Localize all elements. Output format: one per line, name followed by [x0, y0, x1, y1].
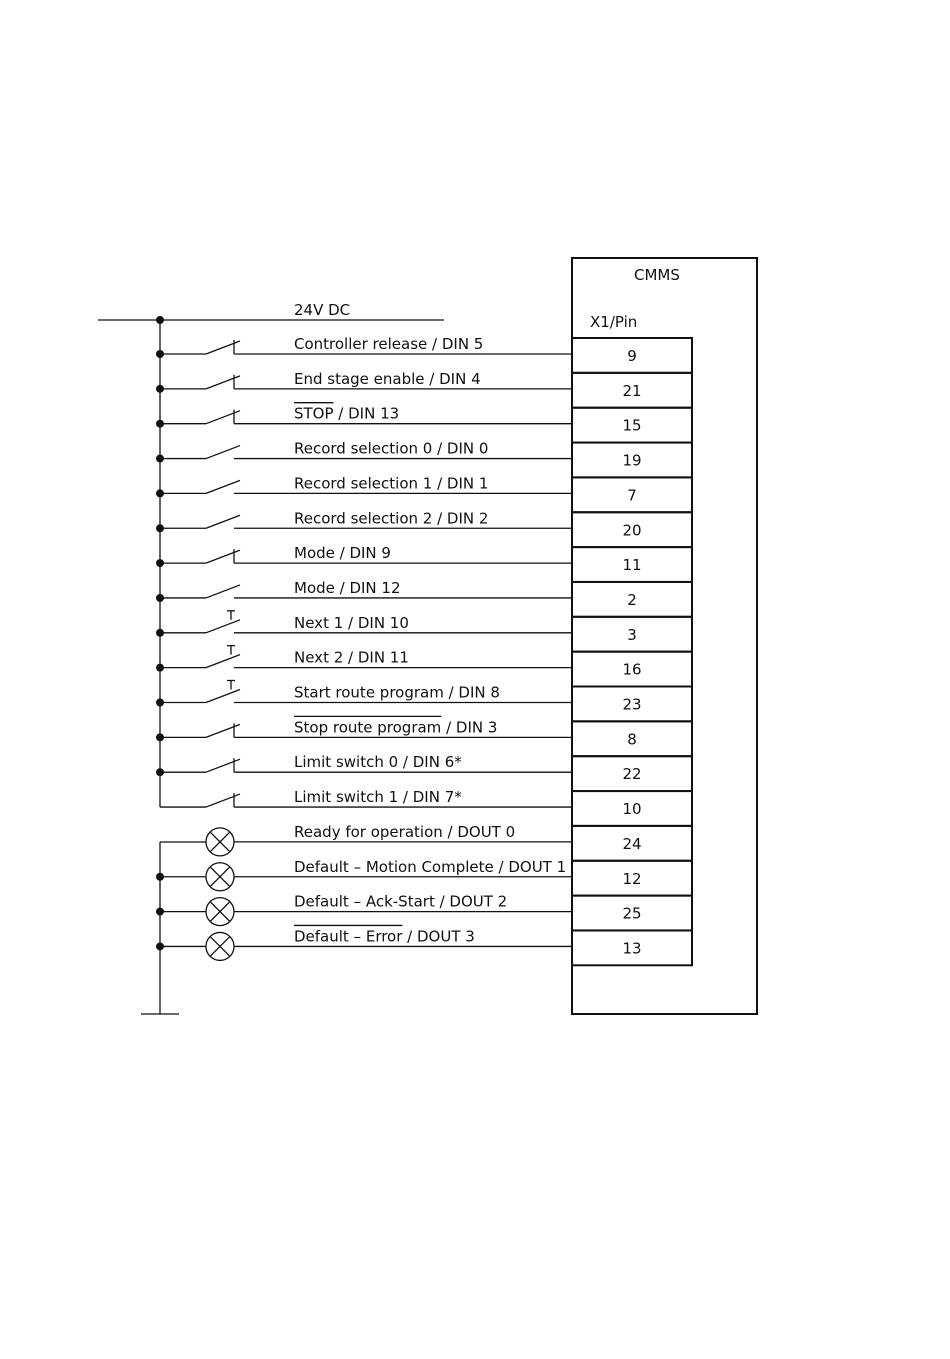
signal-label: Ready for operation / DOUT 0 — [294, 823, 515, 841]
pin-number: 3 — [627, 626, 637, 644]
connector-label: X1/Pin — [590, 313, 637, 331]
input-row: STOP / DIN 13 15 — [156, 402, 693, 444]
signal-label: Mode / DIN 9 — [294, 544, 391, 562]
signal-label: Controller release / DIN 5 — [294, 335, 483, 353]
pin-number: 2 — [627, 591, 637, 609]
pin-number: 23 — [622, 696, 641, 714]
output-row: Default – Motion Complete / DOUT 1 12 — [156, 858, 693, 897]
supply-label: 24V DC — [294, 301, 350, 319]
pin-number: 19 — [622, 452, 641, 470]
input-row: Limit switch 0 / DIN 6* 22 — [156, 753, 693, 793]
cmms-device-box — [571, 257, 758, 1015]
normally-open-icon — [205, 409, 241, 425]
input-row: Record selection 1 / DIN 1 7 — [156, 474, 693, 514]
signal-label: Default – Ack-Start / DOUT 2 — [294, 893, 507, 911]
output-row: Ready for operation / DOUT 0 24 — [205, 823, 693, 862]
signal-label: Mode / DIN 12 — [294, 579, 401, 597]
pin-number: 24 — [622, 835, 641, 853]
normally-open-icon — [205, 549, 241, 564]
output-row: Default – Ack-Start / DOUT 2 25 — [156, 893, 693, 932]
device-name: CMMS — [634, 266, 680, 284]
switch-icon — [205, 479, 241, 495]
signal-label: Record selection 1 / DIN 1 — [294, 474, 488, 492]
pin-number: 20 — [622, 521, 641, 539]
signal-label: Limit switch 0 / DIN 6* — [294, 753, 462, 771]
signal-label: Limit switch 1 / DIN 7* — [294, 788, 462, 806]
indicator-lamp-icon — [205, 827, 235, 857]
input-row: Record selection 0 / DIN 0 19 — [156, 440, 693, 479]
signal-label: Record selection 0 / DIN 0 — [294, 440, 488, 458]
indicator-lamp-icon — [205, 896, 235, 927]
signal-label: Default – Error / DOUT 3 — [294, 927, 475, 945]
supply-junction — [156, 316, 164, 324]
input-row: Next 1 / DIN 10 3 — [156, 610, 693, 653]
pin-number: 7 — [627, 486, 637, 504]
input-row: Limit switch 1 / DIN 7* 10 — [160, 788, 693, 827]
pin-number: 10 — [622, 800, 641, 818]
indicator-lamp-icon — [205, 862, 235, 892]
input-row: Mode / DIN 12 2 — [156, 579, 693, 618]
indicator-lamp-icon — [205, 931, 235, 962]
pin-number: 15 — [622, 417, 641, 435]
signal-label: Start route program / DIN 8 — [294, 684, 500, 702]
input-row: Record selection 2 / DIN 2 20 — [156, 509, 693, 549]
normally-open-icon — [205, 758, 241, 773]
pin-number: 16 — [622, 661, 641, 679]
signal-label: Next 1 / DIN 10 — [294, 614, 409, 632]
pin-number: 13 — [622, 939, 641, 957]
signal-label: End stage enable / DIN 4 — [294, 370, 481, 388]
pin-number: 21 — [622, 382, 641, 400]
normally-open-icon — [205, 793, 241, 808]
normally-open-icon — [205, 723, 241, 738]
input-row: Next 2 / DIN 11 16 — [156, 645, 693, 688]
pin-cell — [571, 929, 693, 967]
switch-icon — [205, 584, 241, 599]
pushbutton-icon — [205, 679, 241, 704]
pin-number: 8 — [627, 730, 637, 748]
input-row: Stop route program / DIN 3 8 — [156, 715, 693, 758]
pushbutton-icon — [205, 645, 241, 669]
signal-label: Stop route program / DIN 3 — [294, 718, 497, 736]
pin-number: 12 — [622, 870, 641, 888]
output-row: Default – Error / DOUT 3 13 — [156, 924, 693, 967]
signal-label: Record selection 2 / DIN 2 — [294, 509, 488, 527]
normally-open-icon — [205, 340, 241, 355]
signal-label: Next 2 / DIN 11 — [294, 649, 409, 667]
signal-label: STOP / DIN 13 — [294, 405, 399, 423]
pin-number: 9 — [627, 347, 637, 365]
pin-number: 25 — [622, 905, 641, 923]
switch-icon — [205, 444, 241, 460]
pin-number: 11 — [622, 556, 641, 574]
pushbutton-icon — [205, 610, 241, 634]
input-row: End stage enable / DIN 4 21 — [156, 370, 693, 409]
input-row: Controller release / DIN 5 9 — [156, 335, 693, 374]
normally-open-icon — [205, 374, 241, 390]
signal-label: Default – Motion Complete / DOUT 1 — [294, 858, 566, 876]
input-row: Start route program / DIN 8 23 — [156, 679, 693, 723]
input-row: Mode / DIN 9 11 — [156, 544, 693, 583]
pin-number: 22 — [622, 765, 641, 783]
switch-icon — [205, 514, 241, 529]
